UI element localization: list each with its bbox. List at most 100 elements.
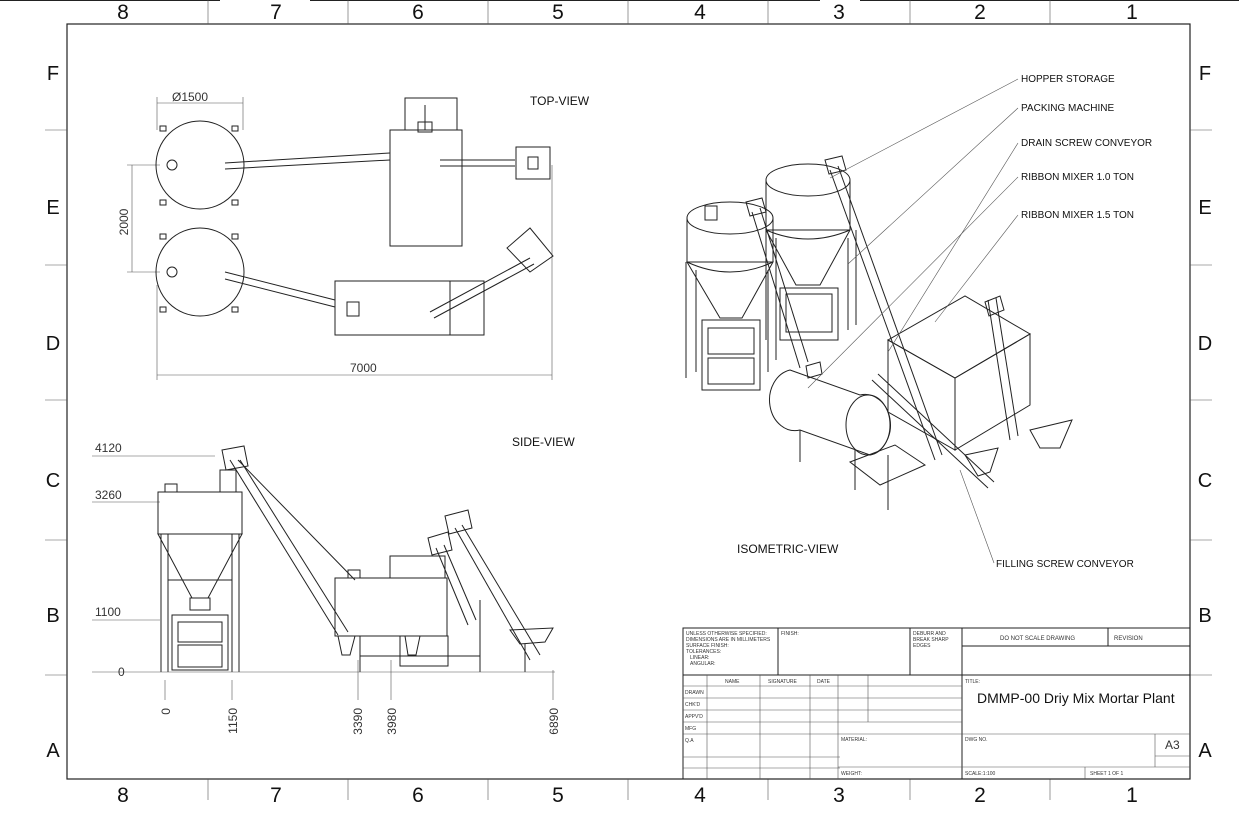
hopper-top-1 [155, 120, 245, 210]
callout-packing: PACKING MACHINE [1021, 103, 1114, 114]
callout-filling: FILLING SCREW CONVEYOR [996, 559, 1134, 570]
col-label: 1 [1126, 784, 1138, 807]
col-label: 5 [552, 784, 564, 807]
mixer-top-2 [334, 227, 554, 336]
drawing-border [66, 23, 1191, 780]
col-date-header: DATE [817, 679, 831, 685]
height-value: 2000 [117, 208, 131, 235]
side-height-dimensions: 4120 3260 1100 0 [92, 441, 215, 679]
finish-label: FINISH: [781, 631, 799, 637]
callout-leaders [807, 78, 1019, 564]
col-name-header: NAME [725, 679, 740, 685]
row-label: D [1198, 333, 1212, 355]
col-signature-header: SIGNATURE [768, 679, 797, 685]
conveyor-side-1 [221, 445, 356, 636]
hopper-top-2 [155, 227, 245, 317]
row-label: C [46, 470, 60, 492]
row-labels-right: F E D C B A [1198, 63, 1213, 762]
row-label: B [1198, 605, 1211, 627]
side-view: SIDE-VIEW 4120 3260 1100 0 0 1150 3390 3… [92, 435, 575, 735]
level-value: 4120 [95, 441, 122, 455]
col-label: 5 [552, 1, 564, 24]
row-label: F [47, 63, 59, 85]
row-label-qa: Q.A [685, 738, 694, 744]
row-label: B [46, 605, 59, 627]
tolerance-line: LINEAR: [690, 655, 709, 661]
col-label: 3 [833, 1, 845, 24]
position-value: 6890 [547, 708, 561, 735]
col-label: 7 [270, 1, 282, 24]
col-label: 6 [412, 1, 424, 24]
row-labels-left: F E D C B A [46, 63, 61, 762]
col-label: 3 [833, 784, 845, 807]
scale-label: SCALE:1:100 [965, 771, 996, 777]
tolerance-line: DIMENSIONS ARE IN MILLIMETERS [686, 637, 771, 643]
col-label: 6 [412, 784, 424, 807]
weight-label: WEIGHT: [841, 771, 862, 777]
callout-drain: DRAIN SCREW CONVEYOR [1021, 138, 1152, 149]
row-label: D [46, 333, 60, 355]
col-label: 2 [974, 784, 986, 807]
hopper-iso-2 [765, 163, 857, 341]
hopper-iso-1 [685, 201, 777, 391]
row-label: A [1198, 740, 1212, 762]
do-not-scale-label: DO NOT SCALE DRAWING [1000, 636, 1075, 642]
row-label: E [1198, 197, 1211, 219]
mixer-side [334, 555, 481, 672]
deburr-line: EDGES [913, 643, 931, 649]
deburr-line: BREAK SHARP [913, 637, 949, 643]
callout-mixer-10: RIBBON MIXER 1.0 TON [1021, 172, 1134, 183]
col-label: 8 [117, 784, 129, 807]
row-label-approved: APPV'D [685, 714, 703, 720]
tolerance-line: SURFACE FINISH: [686, 643, 729, 649]
dwg-no-label: DWG NO. [965, 737, 988, 743]
mixer-iso-1 [886, 295, 1073, 451]
zone-ticks [45, 0, 1212, 800]
callout-hopper: HOPPER STORAGE [1021, 74, 1115, 85]
row-label: F [1199, 63, 1211, 85]
sheet-count: SHEET 1 OF 1 [1090, 771, 1123, 777]
col-label: 2 [974, 1, 986, 24]
row-label-mfg: MFG [685, 726, 696, 732]
position-value: 0 [159, 708, 173, 715]
material-label: MATERIAL: [841, 737, 867, 743]
tolerance-line: UNLESS OTHERWISE SPECIFIED: [686, 631, 767, 637]
length-dimension: 7000 [156, 165, 553, 380]
row-label: E [46, 197, 59, 219]
tolerance-line: ANGULAR: [690, 661, 716, 667]
side-x-dimensions: 0 1150 3390 3980 6890 [159, 660, 561, 735]
col-label: 8 [117, 1, 129, 24]
tolerance-line: TOLERANCES: [686, 649, 721, 655]
col-label: 1 [1126, 1, 1138, 24]
sheet-size: A3 [1165, 738, 1180, 752]
mixer-top-1 [389, 97, 551, 247]
col-label: 4 [694, 784, 706, 807]
row-label: A [46, 740, 60, 762]
iso-view-label: ISOMETRIC-VIEW [737, 542, 839, 556]
row-label-drawn: DRAWN [685, 690, 704, 696]
isometric-view: ISOMETRIC-VIEW [685, 74, 1152, 570]
position-value: 1150 [226, 708, 240, 734]
column-labels-top: 8 7 6 5 4 3 2 1 [117, 1, 1138, 24]
length-value: 7000 [350, 361, 377, 375]
top-view-label: TOP-VIEW [530, 94, 590, 108]
deburr-line: DEBURR AND [913, 631, 946, 637]
column-labels-bottom: 8 7 6 5 4 3 2 1 [117, 784, 1138, 807]
row-label-checked: CHK'D [685, 702, 701, 708]
title-field-label: TITLE: [965, 679, 980, 685]
col-label: 7 [270, 784, 282, 807]
revision-label: REVISION [1114, 636, 1143, 642]
level-value: 3260 [95, 488, 122, 502]
level-value: 1100 [95, 605, 121, 619]
row-label: C [1198, 470, 1212, 492]
height-dimension: 2000 [117, 164, 160, 273]
side-view-label: SIDE-VIEW [512, 435, 575, 449]
top-view: TOP-VIEW Ø1500 2000 7000 [117, 90, 590, 380]
hopper-side [157, 469, 243, 672]
diameter-dimension: Ø1500 [156, 90, 244, 130]
callout-mixer-15: RIBBON MIXER 1.5 TON [1021, 210, 1134, 221]
level-value: 0 [118, 665, 125, 679]
conveyor-side-2 [427, 509, 554, 672]
title-block: UNLESS OTHERWISE SPECIFIED: DIMENSIONS A… [682, 627, 1191, 780]
